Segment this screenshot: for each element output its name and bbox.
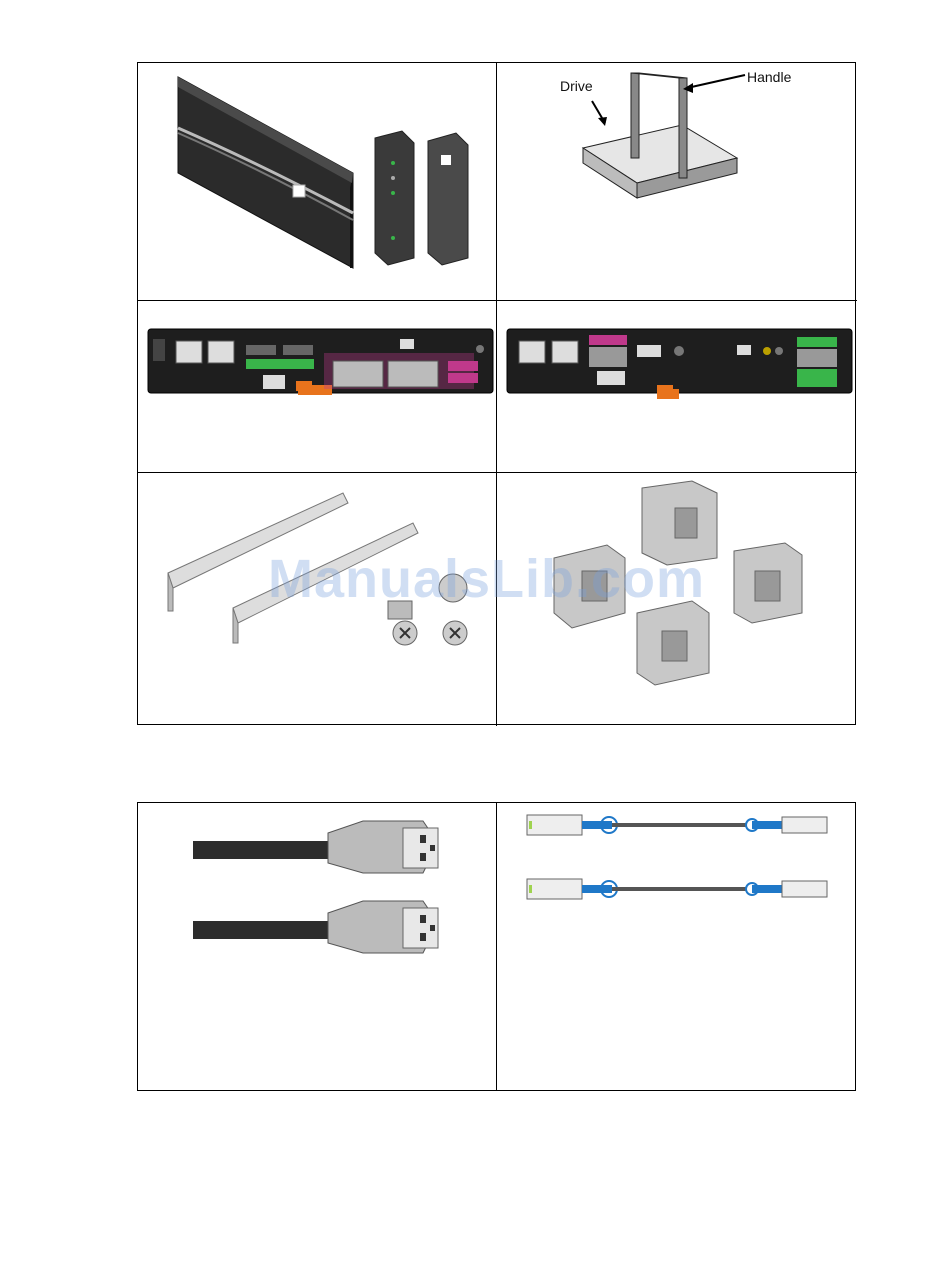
right-end-cap	[428, 133, 468, 265]
left-end-cap	[375, 131, 414, 265]
power-cord-1	[193, 821, 438, 873]
drive-illustration	[497, 63, 857, 301]
handle-label: Handle	[747, 69, 791, 85]
enclosure-cell	[138, 63, 497, 301]
controller-b-illustration	[497, 301, 857, 473]
sas-cables-cell	[497, 803, 857, 1090]
sas-cable-1	[527, 815, 827, 835]
sas-cables-illustration	[497, 803, 857, 1090]
drive-cell: Drive Handle	[497, 63, 857, 301]
sas-cable-2	[527, 879, 827, 899]
watermark: ManualsLib.com	[268, 548, 705, 610]
hardware-components-table: Drive Handle	[137, 62, 856, 725]
power-cord-2	[193, 901, 438, 953]
power-cords-illustration	[138, 803, 497, 1090]
enclosure-illustration	[138, 63, 497, 301]
controller-a-cell	[138, 301, 497, 473]
controller-b-cell	[497, 301, 857, 473]
cables-table	[137, 802, 856, 1091]
controller-a-illustration	[138, 301, 497, 473]
drive-label: Drive	[560, 78, 593, 94]
power-cords-cell	[138, 803, 497, 1090]
